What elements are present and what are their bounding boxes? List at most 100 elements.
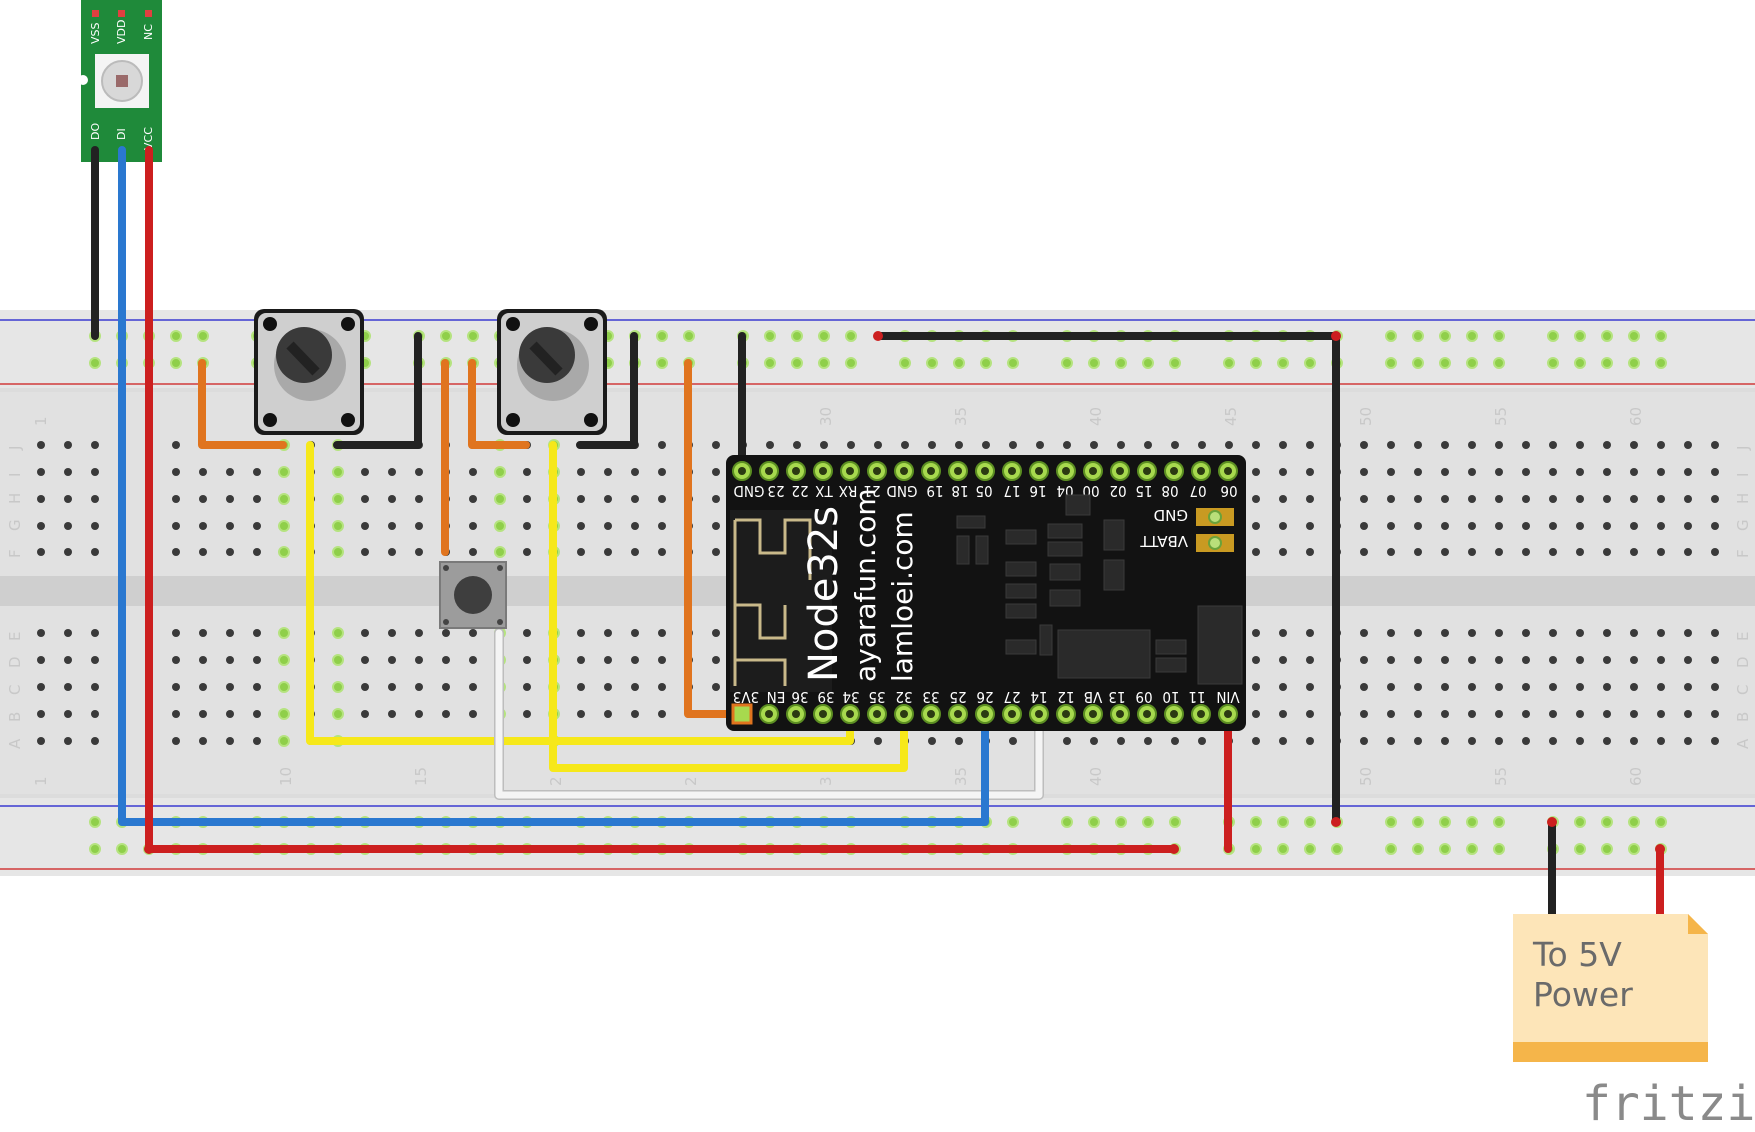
breadboard-hole [1252, 441, 1260, 449]
breadboard-hole [1061, 816, 1073, 828]
wire-button-signal[interactable] [495, 629, 1043, 799]
wire-led-di[interactable] [118, 146, 989, 826]
breadboard-hole [37, 441, 45, 449]
breadboard-hole [415, 656, 423, 664]
wifi-antenna-icon [730, 510, 832, 692]
col-num: 60 [1627, 407, 1645, 426]
breadboard-hole [1495, 710, 1503, 718]
push-button[interactable] [439, 561, 507, 629]
breadboard-hole [199, 495, 207, 503]
breadboard-hole [1279, 656, 1287, 664]
breadboard-hole [764, 357, 776, 369]
smd-part [1049, 589, 1081, 607]
breadboard-hole [1549, 495, 1557, 503]
led-pin-label: VSS [89, 22, 102, 44]
board-url-2: lamloei.com [886, 511, 919, 682]
breadboard-hole [1441, 441, 1449, 449]
breadboard-hole [1306, 629, 1314, 637]
breadboard-hole [1385, 357, 1397, 369]
breadboard-hole [1387, 495, 1395, 503]
breadboard-hole [415, 468, 423, 476]
breadboard-hole [1495, 522, 1503, 530]
breadboard-hole [1655, 816, 1667, 828]
breadboard-hole [1684, 522, 1692, 530]
breadboard-hole [172, 737, 180, 745]
wire-pot2-gnd[interactable] [576, 332, 638, 449]
breadboard-hole [604, 656, 612, 664]
breadboard-hole [1414, 441, 1422, 449]
breadboard-hole [226, 710, 234, 718]
smd-part [956, 535, 970, 565]
breadboard-hole [37, 737, 45, 745]
breadboard-hole [1628, 357, 1640, 369]
breadboard-hole [1252, 737, 1260, 745]
breadboard-hole [1628, 843, 1640, 855]
smd-part [1047, 523, 1083, 539]
smd-part [1155, 657, 1187, 673]
breadboard-hole [1549, 656, 1557, 664]
breadboard-hole [1603, 522, 1611, 530]
breadboard-hole [361, 683, 369, 691]
breadboard-hole [226, 468, 234, 476]
breadboard-hole [1522, 629, 1530, 637]
breadboard-hole [278, 466, 290, 478]
node32s-board[interactable]: GND 23 22 TX RX 21 GND 19 18 05 17 16 04… [726, 455, 1246, 731]
breadboard-hole [253, 683, 261, 691]
pin-label: 36 [791, 688, 808, 706]
mcu-pin-hole [954, 710, 962, 718]
breadboard-hole [1601, 330, 1613, 342]
breadboard-hole [1360, 656, 1368, 664]
breadboard-hole [1657, 710, 1665, 718]
breadboard-hole [1277, 357, 1289, 369]
breadboard-hole [1279, 441, 1287, 449]
breadboard-hole [278, 627, 290, 639]
breadboard-hole [253, 468, 261, 476]
breadboard-hole [1412, 330, 1424, 342]
pin-label: 39 [817, 688, 834, 706]
breadboard-hole [631, 683, 639, 691]
mcu-pin-hole [792, 710, 800, 718]
wire-pot1-gnd[interactable] [333, 332, 422, 449]
wire-pot2-vcc[interactable] [468, 359, 530, 449]
breadboard-hole [712, 656, 720, 664]
wire-end [1169, 844, 1179, 854]
breadboard-hole [1576, 522, 1584, 530]
mcu-pin-hole [1062, 710, 1070, 718]
breadboard-hole [1223, 357, 1235, 369]
pin-label: 27 [1003, 688, 1020, 706]
breadboard-hole [818, 357, 830, 369]
breadboard-hole [1385, 843, 1397, 855]
breadboard-hole [577, 548, 585, 556]
breadboard-hole [1306, 656, 1314, 664]
rgb-led-module[interactable]: VSS VDD NC DO DI VCC [78, 0, 162, 162]
breadboard-hole [631, 495, 639, 503]
potentiometer-2[interactable] [497, 309, 607, 435]
wire-pot2-signal[interactable] [549, 441, 908, 772]
breadboard-hole [1306, 548, 1314, 556]
breadboard-hole [1495, 683, 1503, 691]
breadboard-hole [199, 710, 207, 718]
breadboard-hole [604, 522, 612, 530]
breadboard-hole [1115, 357, 1127, 369]
breadboard-hole [442, 710, 450, 718]
pin-label: 17 [1003, 482, 1020, 500]
potentiometer-1[interactable] [254, 309, 364, 435]
board-components [956, 494, 1243, 685]
mcu-pin-hole [1035, 710, 1043, 718]
wire-pot1-vcc[interactable] [198, 359, 287, 449]
breadboard-hole [656, 357, 668, 369]
breadboard-hole [1360, 629, 1368, 637]
breadboard-hole [332, 708, 344, 720]
row-letter: H [1734, 493, 1752, 504]
breadboard-hole [1252, 495, 1260, 503]
breadboard-hole [332, 493, 344, 505]
breadboard-hole [1468, 683, 1476, 691]
row-letter: C [1734, 685, 1752, 695]
breadboard-hole [415, 522, 423, 530]
breadboard-hole [1657, 629, 1665, 637]
smd-part [1047, 541, 1083, 557]
wire-3v3[interactable] [684, 359, 746, 718]
breadboard-hole [1684, 468, 1692, 476]
breadboard-hole [1252, 548, 1260, 556]
breadboard-hole [1306, 737, 1314, 745]
